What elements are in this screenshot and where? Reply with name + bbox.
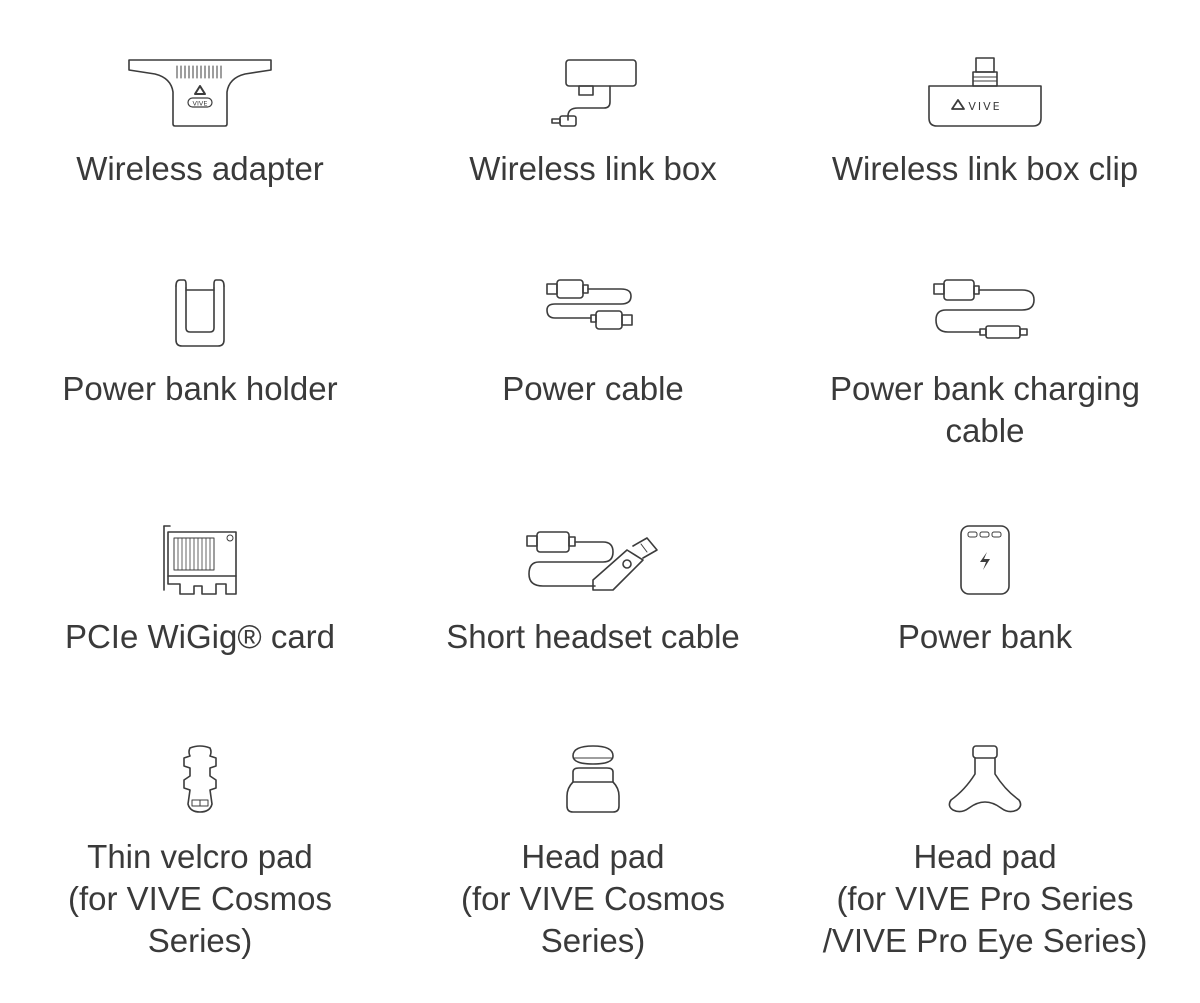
item-label: Power bank charging cable — [829, 370, 1141, 449]
power-bank-icon — [957, 496, 1013, 596]
svg-text:VIVE: VIVE — [193, 100, 208, 108]
velcro-pad-icon — [170, 716, 230, 816]
power-cable-icon — [543, 248, 643, 348]
item-label: Power bank holder — [62, 370, 338, 407]
item-wireless-link-box-clip: VIVE Wireless link box clip — [785, 28, 1185, 190]
item-thin-velcro-pad: Thin velcro pad (for VIVE Cosmos Series) — [0, 716, 400, 962]
wireless-adapter-icon: VIVE — [125, 28, 275, 128]
item-power-bank-charging-cable: Power bank charging cable — [785, 248, 1185, 452]
item-pcie-wigig-card: PCIe WiGig® card — [0, 496, 400, 658]
item-label: Wireless link box clip — [831, 150, 1139, 187]
item-short-headset-cable: Short headset cable — [393, 496, 793, 658]
link-box-clip-icon: VIVE — [925, 28, 1045, 128]
item-wireless-link-box: Wireless link box — [393, 28, 793, 190]
item-label: Wireless adapter — [76, 150, 324, 187]
item-label: Power bank — [897, 618, 1073, 655]
item-label: Thin velcro pad (for VIVE Cosmos Series) — [67, 838, 333, 959]
pcie-card-icon — [160, 496, 240, 596]
head-pad-cosmos-icon — [563, 716, 623, 816]
link-box-icon — [548, 28, 638, 128]
item-wireless-adapter: VIVE Wireless adapter — [0, 28, 400, 190]
head-pad-pro-icon — [945, 716, 1025, 816]
item-head-pad-pro: Head pad (for VIVE Pro Series /VIVE Pro … — [785, 716, 1185, 962]
item-head-pad-cosmos: Head pad (for VIVE Cosmos Series) — [393, 716, 793, 962]
headset-cable-icon — [523, 496, 663, 596]
item-label: Head pad (for VIVE Pro Series /VIVE Pro … — [822, 838, 1148, 959]
item-power-cable: Power cable — [393, 248, 793, 410]
charging-cable-icon — [930, 248, 1040, 348]
item-power-bank-holder: Power bank holder — [0, 248, 400, 410]
item-label: Short headset cable — [446, 618, 740, 655]
item-label: PCIe WiGig® card — [64, 618, 336, 655]
item-label: Wireless link box — [469, 150, 717, 187]
item-power-bank: Power bank — [785, 496, 1185, 658]
svg-text:VIVE: VIVE — [968, 100, 1001, 113]
item-label: Head pad (for VIVE Cosmos Series) — [460, 838, 726, 959]
power-bank-holder-icon — [170, 248, 230, 348]
item-label: Power cable — [502, 370, 684, 407]
